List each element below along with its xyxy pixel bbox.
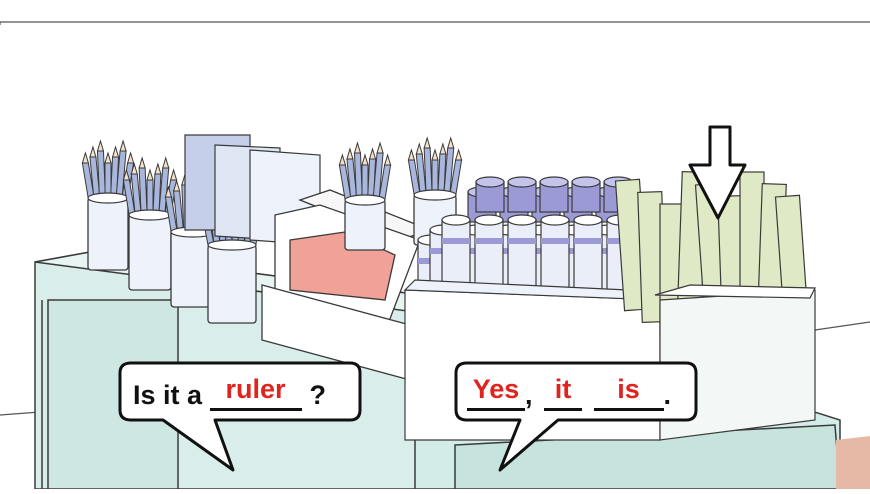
question-answer: ruler — [225, 374, 286, 404]
question-prefix: Is it a — [133, 380, 203, 410]
speech-bubble-question — [118, 361, 362, 472]
reply-answer-2: it — [554, 374, 572, 404]
room-background — [0, 21, 870, 416]
down-arrow-icon — [688, 125, 747, 220]
pencil-cup — [128, 214, 172, 291]
speech-bubble-reply — [454, 361, 698, 472]
question-blank[interactable]: ruler — [209, 376, 302, 411]
pencil — [353, 141, 364, 206]
pencil-cup — [344, 199, 386, 251]
reply-period: . — [663, 380, 672, 410]
reply-blank-2[interactable]: it — [544, 376, 583, 411]
reply-comma: , — [525, 380, 533, 410]
reply-blank-3[interactable]: is — [593, 376, 664, 411]
reply-blank-1[interactable]: Yes — [467, 376, 525, 411]
question-mark: ? — [309, 380, 327, 410]
question-sentence: Is it a ruler ? — [133, 376, 327, 411]
ruler-box — [614, 171, 816, 441]
pencil — [377, 153, 392, 206]
pencil-cup — [87, 197, 129, 271]
pencil — [415, 142, 428, 201]
reply-answer-1: Yes — [472, 374, 520, 404]
pencil-cup — [207, 244, 257, 324]
reply-answer-3: is — [617, 374, 640, 404]
reply-sentence: Yes , it is . — [467, 376, 672, 411]
